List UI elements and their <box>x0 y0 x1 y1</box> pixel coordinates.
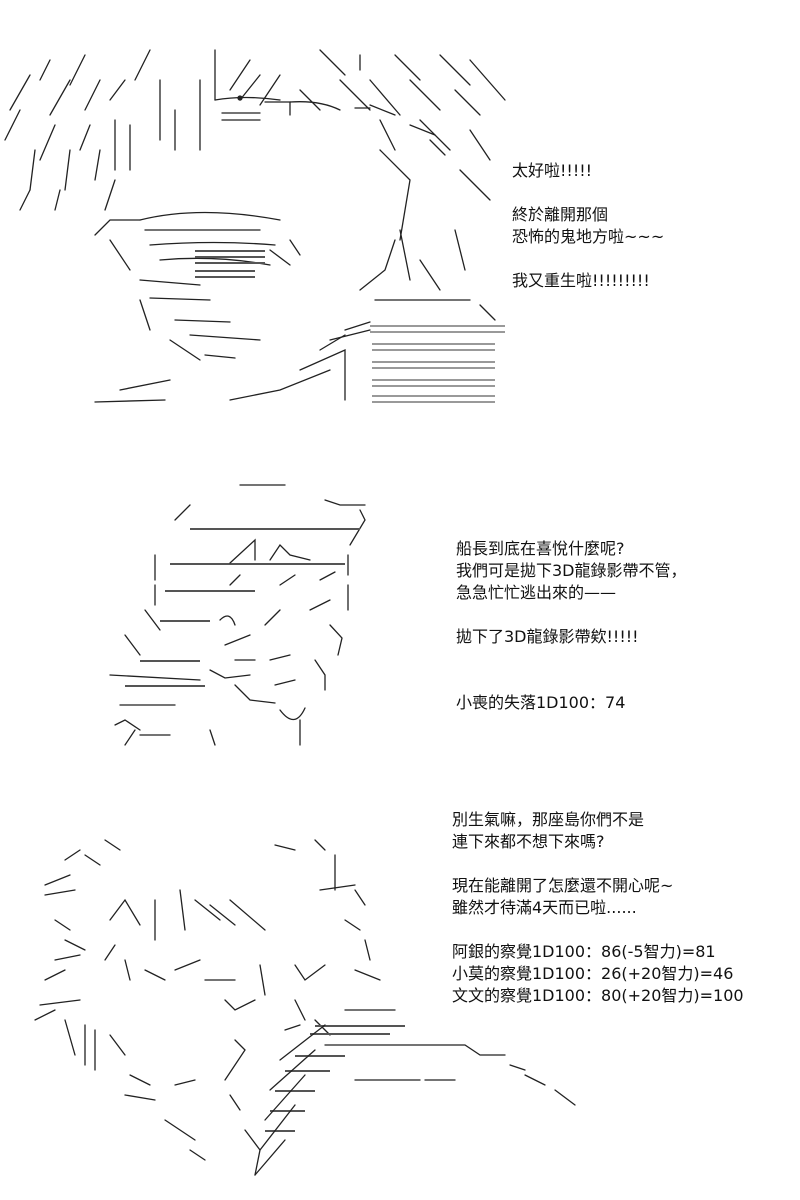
dialogue-line: 連下來都不想下來嗎? <box>452 832 605 851</box>
dialogue-line: 小莫的察覺1D100：26(+20智力)=46 <box>452 964 734 983</box>
dialogue-line: 別生氣嘛，那座島你們不是 <box>452 810 645 829</box>
dialogue-line <box>456 604 687 626</box>
ascii-art-character-smiling <box>34 839 576 1176</box>
dialogue-line: 船長到底在喜悅什麼呢? <box>456 539 625 558</box>
dialogue-line: 拋下了3D龍錄影帶欸!!!!! <box>456 627 639 646</box>
dialogue-line: 我又重生啦!!!!!!!!! <box>512 271 650 290</box>
panel-3-dialogue: 別生氣嘛，那座島你們不是 連下來都不想下來嗎? 現在能離開了怎麼還不開心呢~ 雖… <box>452 809 744 1007</box>
ascii-art-character-head <box>109 484 366 746</box>
panel-2: 船長到底在喜悅什麼呢? 我們可是拋下3D龍錄影帶不管， 急急忙忙逃出來的—— 拋… <box>0 440 800 770</box>
dialogue-line <box>456 648 687 670</box>
dialogue-line: 小喪的失落1D100：74 <box>456 693 626 712</box>
panel-2-dialogue: 船長到底在喜悅什麼呢? 我們可是拋下3D龍錄影帶不管， 急急忙忙逃出來的—— 拋… <box>456 538 687 714</box>
ascii-art-character-laughing <box>4 49 506 403</box>
dialogue-line <box>512 182 664 204</box>
dialogue-line <box>456 670 687 692</box>
dialogue-line: 雖然才待滿4天而已啦...... <box>452 898 637 917</box>
dialogue-line: 文文的察覺1D100：80(+20智力)=100 <box>452 986 744 1005</box>
panel-1-dialogue: 太好啦!!!!! 終於離開那個 恐怖的鬼地方啦~~~ 我又重生啦!!!!!!!!… <box>512 160 664 292</box>
dialogue-line <box>452 919 744 941</box>
dialogue-line: 太好啦!!!!! <box>512 161 593 180</box>
dialogue-line: 現在能離開了怎麼還不開心呢~ <box>452 876 674 895</box>
dialogue-line: 阿銀的察覺1D100：86(-5智力)=81 <box>452 942 716 961</box>
panel-1: 太好啦!!!!! 終於離開那個 恐怖的鬼地方啦~~~ 我又重生啦!!!!!!!!… <box>0 0 800 430</box>
dialogue-line: 終於離開那個 <box>512 205 609 224</box>
panel-3: 別生氣嘛，那座島你們不是 連下來都不想下來嗎? 現在能離開了怎麼還不開心呢~ 雖… <box>0 790 800 1200</box>
dialogue-line: 恐怖的鬼地方啦~~~ <box>512 227 665 246</box>
dialogue-line <box>452 853 744 875</box>
dialogue-line <box>512 248 664 270</box>
dialogue-line: 急急忙忙逃出來的—— <box>456 583 617 602</box>
dialogue-line: 我們可是拋下3D龍錄影帶不管， <box>456 561 687 580</box>
